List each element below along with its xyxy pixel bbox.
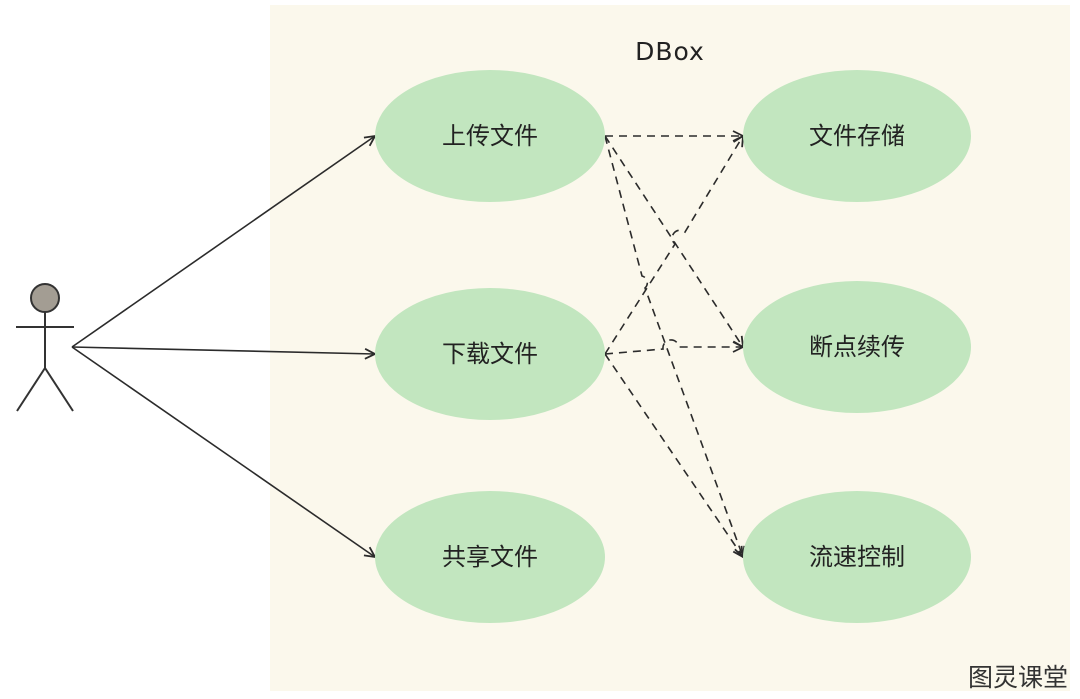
dependency-upload-resume bbox=[604, 135, 743, 347]
actor-icon bbox=[16, 283, 74, 412]
dependency-download-storage bbox=[604, 136, 743, 355]
use-case-share-label: 共享文件 bbox=[442, 543, 538, 571]
use-case-download: 下载文件 bbox=[375, 288, 605, 420]
use-case-resume: 断点续传 bbox=[743, 281, 971, 413]
association-share bbox=[71, 346, 375, 557]
use-case-share: 共享文件 bbox=[375, 491, 605, 623]
use-case-throttle-label: 流速控制 bbox=[809, 543, 905, 571]
use-case-resume-label: 断点续传 bbox=[809, 333, 905, 361]
association-download bbox=[71, 346, 375, 354]
use-case-throttle: 流速控制 bbox=[743, 491, 971, 623]
watermark-text: 图灵课堂 bbox=[968, 663, 1068, 692]
actor-right-leg bbox=[44, 367, 74, 412]
use-case-download-label: 下载文件 bbox=[442, 340, 538, 368]
use-case-storage: 文件存储 bbox=[743, 70, 971, 202]
use-case-storage-label: 文件存储 bbox=[809, 122, 905, 150]
association-upload bbox=[71, 136, 375, 348]
use-case-upload-label: 上传文件 bbox=[442, 122, 538, 150]
dependency-download-resume bbox=[604, 339, 743, 355]
actor-left-leg bbox=[16, 367, 46, 412]
use-case-upload: 上传文件 bbox=[375, 70, 605, 202]
dependency-upload-throttle bbox=[604, 135, 743, 557]
system-title: DBox bbox=[635, 37, 705, 66]
actor-head bbox=[30, 283, 60, 313]
